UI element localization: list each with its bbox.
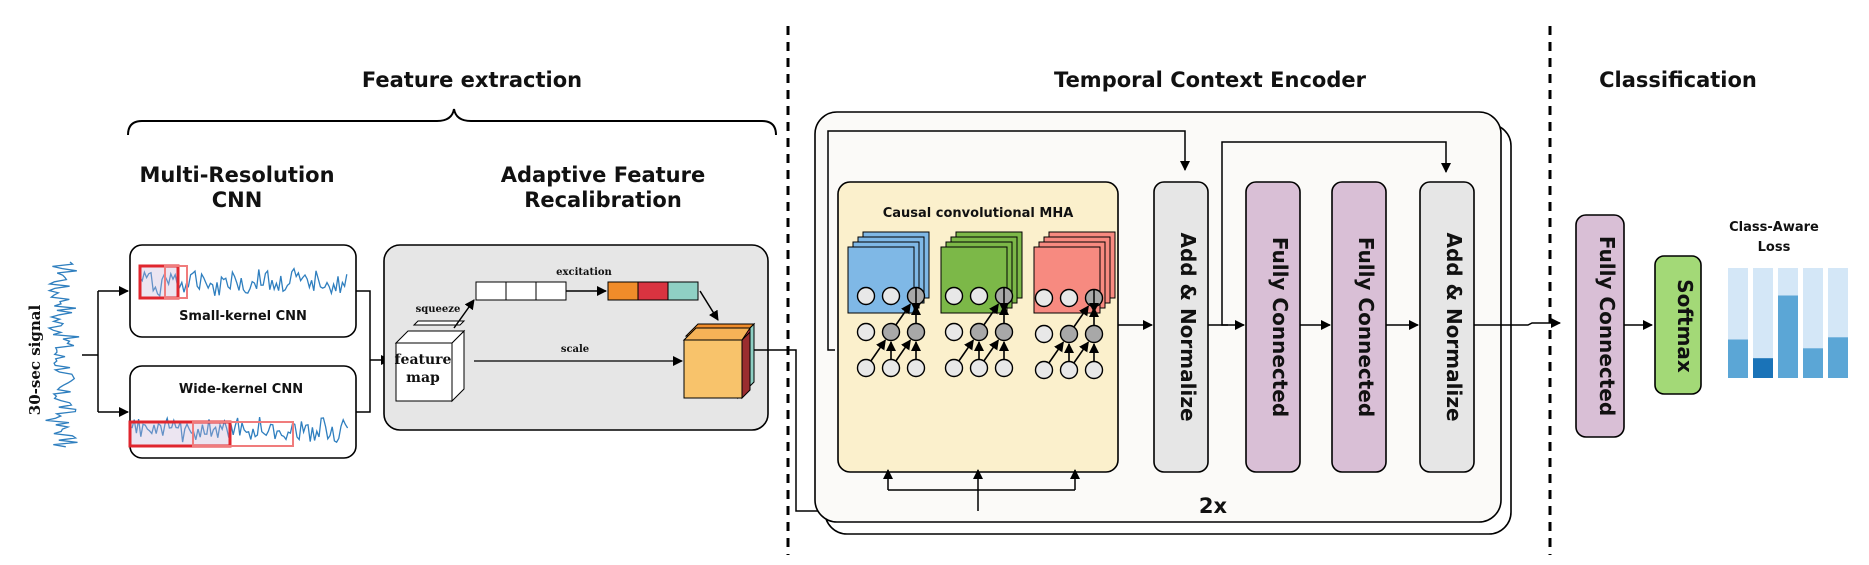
conv-node [994,358,1014,378]
add-normalize-1-label: Add & Normalize [1176,232,1200,421]
conv-node [1084,324,1104,344]
conv-node [944,358,964,378]
mha-input-connector [888,489,1075,511]
loss-bar-background [1753,268,1773,378]
wide-kernel-label: Wide-kernel CNN [179,382,303,397]
mha-title: Causal convolutional MHA [883,206,1074,221]
squeeze-label: squeeze [416,304,461,315]
input-signal-label: 30-sec signal [26,305,44,416]
repeat-label: 2x [1199,494,1228,518]
softmax-box [1654,255,1702,395]
recalibrated-cube [682,322,756,400]
fully-connected-1-box [1245,181,1301,473]
scale-label: scale [561,344,589,355]
conv-node [1084,360,1104,380]
loss-title-1: Class-Aware [1729,220,1819,235]
classifier-fc-label: Fully Connected [1595,236,1619,416]
causal-conv-nodes [856,286,1104,380]
conv-node [906,322,926,342]
conv-node [1059,324,1079,344]
loss-bar [1753,358,1773,378]
small-crop-window-2 [164,265,188,299]
excitation-vector [607,281,699,301]
conv-node [1059,288,1079,308]
add-normalize-2-label: Add & Normalize [1442,232,1466,421]
temporal-encoder-header: Temporal Context Encoder [1054,68,1367,92]
classification-header: Classification [1599,68,1757,92]
conv-node [944,286,964,306]
squeeze-vector [475,281,567,301]
recalibrate-arrow [699,290,719,321]
squeeze-arrow [453,299,475,329]
mrcnn-title-1: Multi-Resolution [139,163,334,187]
conv-edge [895,303,911,326]
feature-map-stack [394,320,466,403]
conv-node [1034,288,1054,308]
conv-node [969,358,989,378]
conv-node [906,358,926,378]
fully-connected-2-box [1331,181,1387,473]
signal-split-connector [82,291,99,412]
loss-bar [1803,348,1823,378]
conv-edge [895,339,911,362]
conv-node [1034,324,1054,344]
conv-edge [1048,341,1064,364]
add-normalize-1-box [1153,181,1209,473]
fully-connected-1-label: Fully Connected [1268,237,1292,417]
residual-skip-2 [1221,141,1451,326]
conv-node [856,358,876,378]
mrcnn-title-2: CNN [212,188,263,212]
add-normalize-2-box [1419,181,1475,473]
loss-title-2: Loss [1758,240,1791,255]
conv-node [1034,360,1054,380]
conv-node [881,322,901,342]
small-kernel-label: Small-kernel CNN [179,309,307,324]
wide-crop-window-2 [192,421,294,447]
conv-node [969,286,989,306]
conv-node [994,322,1014,342]
conv-edge [983,339,999,362]
cnn-merge-connector [356,290,371,413]
wide-crop-window-1 [128,420,232,448]
feature-extraction-brace [127,108,777,136]
classifier-fc-box [1575,214,1625,438]
excitation-label: excitation [556,267,612,278]
afr-title-2: Recalibration [524,188,682,212]
loss-bar [1778,295,1798,378]
loss-bar [1728,339,1748,378]
feature-extraction-header: Feature extraction [362,68,582,92]
small-crop-window-1 [138,264,180,300]
class-aware-loss-bars [1728,268,1848,378]
conv-edge [958,339,974,362]
residual-skip-1 [827,130,1190,351]
conv-node [881,286,901,306]
conv-node [944,322,964,342]
feature-map-label-2: map [406,370,440,386]
arrow-encoder-to-classifier [1474,318,1561,328]
conv-edge [1073,341,1089,364]
conv-node [881,358,901,378]
loss-bar [1828,337,1848,378]
conv-edge [983,303,999,326]
conv-node [1059,360,1079,380]
conv-node [856,322,876,342]
conv-node [969,322,989,342]
softmax-label: Softmax [1673,279,1697,373]
small-kernel-signal [139,267,348,298]
conv-node [856,286,876,306]
fully-connected-2-label: Fully Connected [1354,237,1378,417]
feature-map-label-1: feature [395,352,452,368]
conv-edge [1073,305,1089,328]
input-signal-waveform [45,261,80,448]
conv-edge [870,339,886,362]
afr-title-1: Adaptive Feature [501,163,705,187]
